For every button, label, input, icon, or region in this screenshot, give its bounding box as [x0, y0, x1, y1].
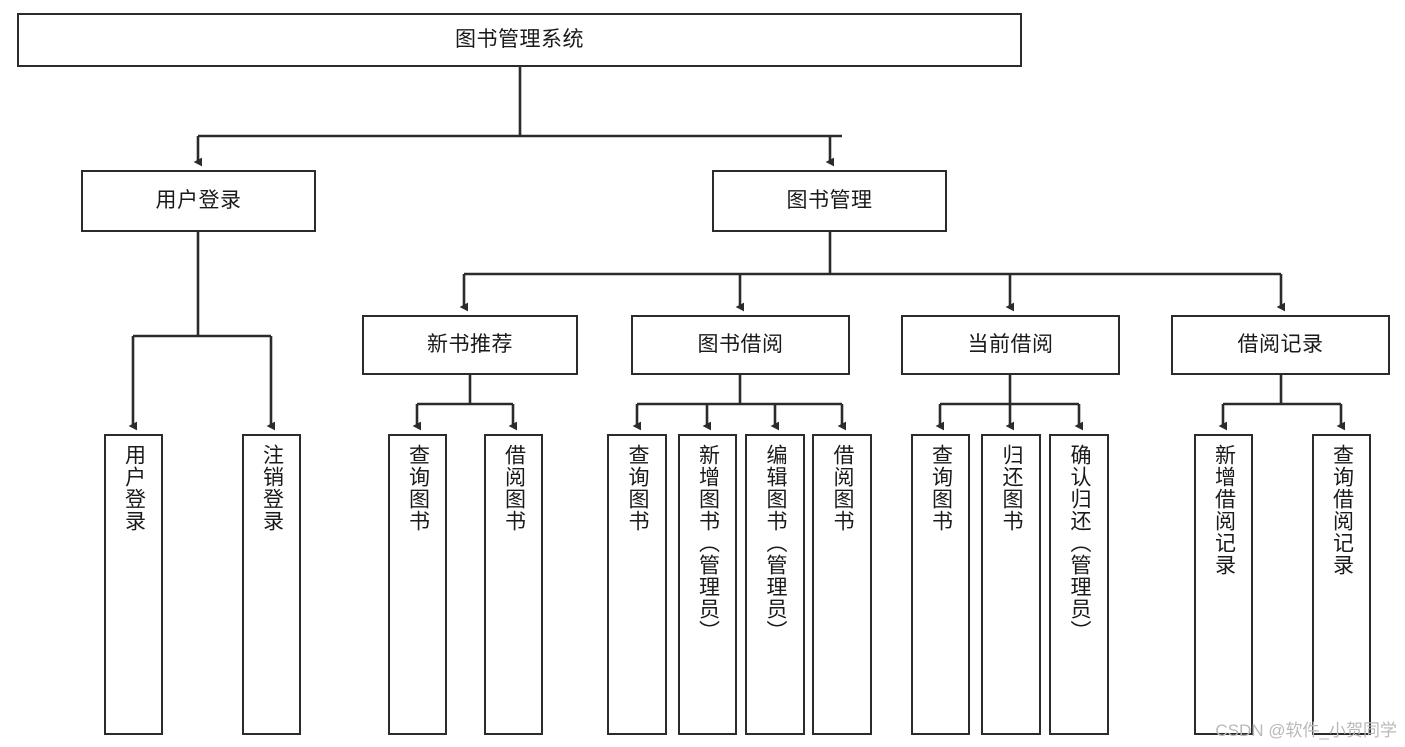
node-book-manage-label: 图书管理 [786, 188, 873, 212]
node-leaf-query-borrow-record[interactable]: 查询借阅记录 [1312, 434, 1371, 735]
node-user-login-label: 用户登录 [155, 188, 242, 212]
node-leaf-confirm-return-admin-label: 确认归还（管理员） [1068, 444, 1092, 642]
node-root-label: 图书管理系统 [455, 27, 584, 51]
node-leaf-query-book-1[interactable]: 查询图书 [388, 434, 447, 735]
node-leaf-query-borrow-record-label: 查询借阅记录 [1330, 444, 1354, 576]
node-leaf-borrow-book-1[interactable]: 借阅图书 [484, 434, 543, 735]
edge-book-manage-to-submodules [459, 232, 1286, 312]
node-leaf-borrow-book-1-label: 借阅图书 [502, 444, 526, 532]
node-leaf-user-login-label: 用户登录 [122, 444, 146, 532]
node-book-manage[interactable]: 图书管理 [712, 170, 947, 232]
edge-root-to-modules [193, 67, 842, 167]
node-leaf-confirm-return-admin[interactable]: 确认归还（管理员） [1049, 434, 1109, 735]
node-leaf-add-borrow-record[interactable]: 新增借阅记录 [1194, 434, 1253, 735]
edge-current-borrow-to-leaves [935, 375, 1084, 431]
edge-user-login-to-leaves [128, 232, 276, 431]
edge-book-borrow-to-leaves [632, 375, 847, 431]
node-borrow-record-label: 借阅记录 [1237, 332, 1324, 356]
node-leaf-return-book[interactable]: 归还图书 [981, 434, 1041, 735]
node-leaf-query-book-2[interactable]: 查询图书 [607, 434, 667, 735]
node-leaf-return-book-label: 归还图书 [1000, 444, 1024, 532]
node-leaf-add-book-admin-label: 新增图书（管理员） [696, 444, 720, 642]
node-leaf-user-logout[interactable]: 注销登录 [242, 434, 301, 735]
node-user-login[interactable]: 用户登录 [81, 170, 316, 232]
node-leaf-user-logout-label: 注销登录 [260, 444, 284, 532]
node-book-borrow-label: 图书借阅 [697, 332, 784, 356]
edge-borrow-record-to-leaves [1218, 375, 1346, 431]
node-new-book-rec[interactable]: 新书推荐 [362, 315, 578, 375]
edge-new-book-rec-to-leaves [412, 375, 518, 431]
node-book-borrow[interactable]: 图书借阅 [631, 315, 850, 375]
node-leaf-borrow-book-2-label: 借阅图书 [831, 444, 855, 532]
node-root[interactable]: 图书管理系统 [17, 13, 1022, 67]
node-current-borrow-label: 当前借阅 [967, 332, 1054, 356]
watermark: CSDN @软件_小贺同学 [1215, 721, 1397, 740]
node-borrow-record[interactable]: 借阅记录 [1171, 315, 1390, 375]
node-leaf-edit-book-admin[interactable]: 编辑图书（管理员） [745, 434, 805, 735]
node-leaf-query-book-3-label: 查询图书 [929, 444, 953, 532]
node-leaf-query-book-2-label: 查询图书 [626, 444, 650, 532]
node-leaf-borrow-book-2[interactable]: 借阅图书 [812, 434, 872, 735]
node-leaf-query-book-3[interactable]: 查询图书 [911, 434, 970, 735]
node-leaf-user-login[interactable]: 用户登录 [104, 434, 163, 735]
node-leaf-add-book-admin[interactable]: 新增图书（管理员） [678, 434, 737, 735]
node-new-book-rec-label: 新书推荐 [427, 332, 513, 356]
node-leaf-query-book-1-label: 查询图书 [406, 444, 430, 532]
node-leaf-edit-book-admin-label: 编辑图书（管理员） [764, 444, 788, 642]
node-current-borrow[interactable]: 当前借阅 [901, 315, 1120, 375]
node-leaf-add-borrow-record-label: 新增借阅记录 [1212, 444, 1236, 576]
